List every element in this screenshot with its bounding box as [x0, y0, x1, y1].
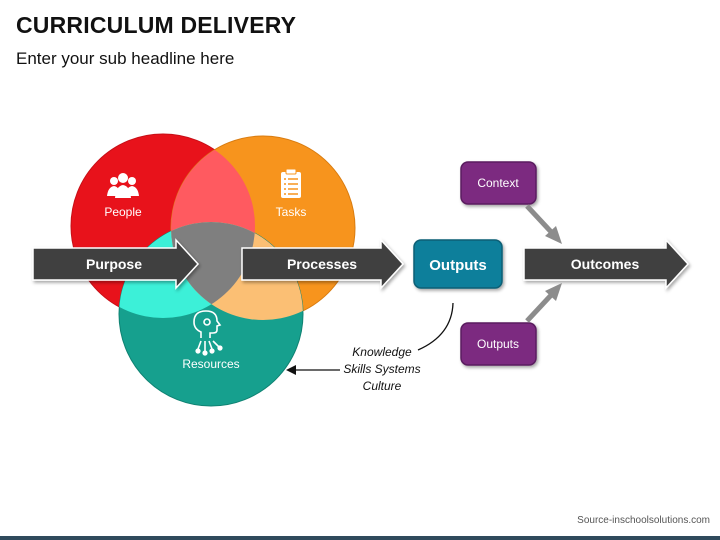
annotation-text: Knowledge Skills Systems Culture	[343, 345, 420, 393]
outputs-box	[413, 239, 503, 289]
annotation-pointer-arrow	[286, 365, 340, 375]
context-connector-arrow	[525, 204, 562, 244]
outcomes-label: Outcomes	[571, 256, 640, 272]
processes-label: Processes	[287, 256, 357, 272]
people-icon	[107, 173, 139, 198]
purpose-arrow	[32, 238, 200, 290]
annotation-line-1: Knowledge	[352, 345, 412, 359]
outcomes-arrow	[523, 238, 690, 290]
processes-arrow	[241, 238, 405, 290]
outputs-secondary-box	[460, 322, 537, 366]
page-title: CURRICULUM DELIVERY	[16, 12, 297, 38]
annotation-line-2: Skills Systems	[343, 362, 420, 376]
tasks-label: Tasks	[276, 205, 307, 219]
footer-bar	[0, 536, 720, 540]
purpose-label: Purpose	[86, 256, 142, 272]
network-head-icon	[193, 310, 223, 356]
resources-label: Resources	[182, 357, 239, 371]
people-label: People	[104, 205, 142, 219]
annotation-line-3: Culture	[363, 379, 402, 393]
outputs-label: Outputs	[429, 257, 487, 274]
clipboard-icon	[281, 168, 301, 198]
annotation-connector-line	[417, 302, 454, 351]
page-subtitle: Enter your sub headline here	[16, 49, 235, 68]
source-credit: Source-inschoolsolutions.com	[577, 515, 710, 526]
outputs-secondary-label: Outputs	[477, 337, 519, 351]
outputs-connector-arrow	[525, 283, 562, 323]
context-label: Context	[477, 176, 519, 190]
context-box	[460, 161, 537, 205]
